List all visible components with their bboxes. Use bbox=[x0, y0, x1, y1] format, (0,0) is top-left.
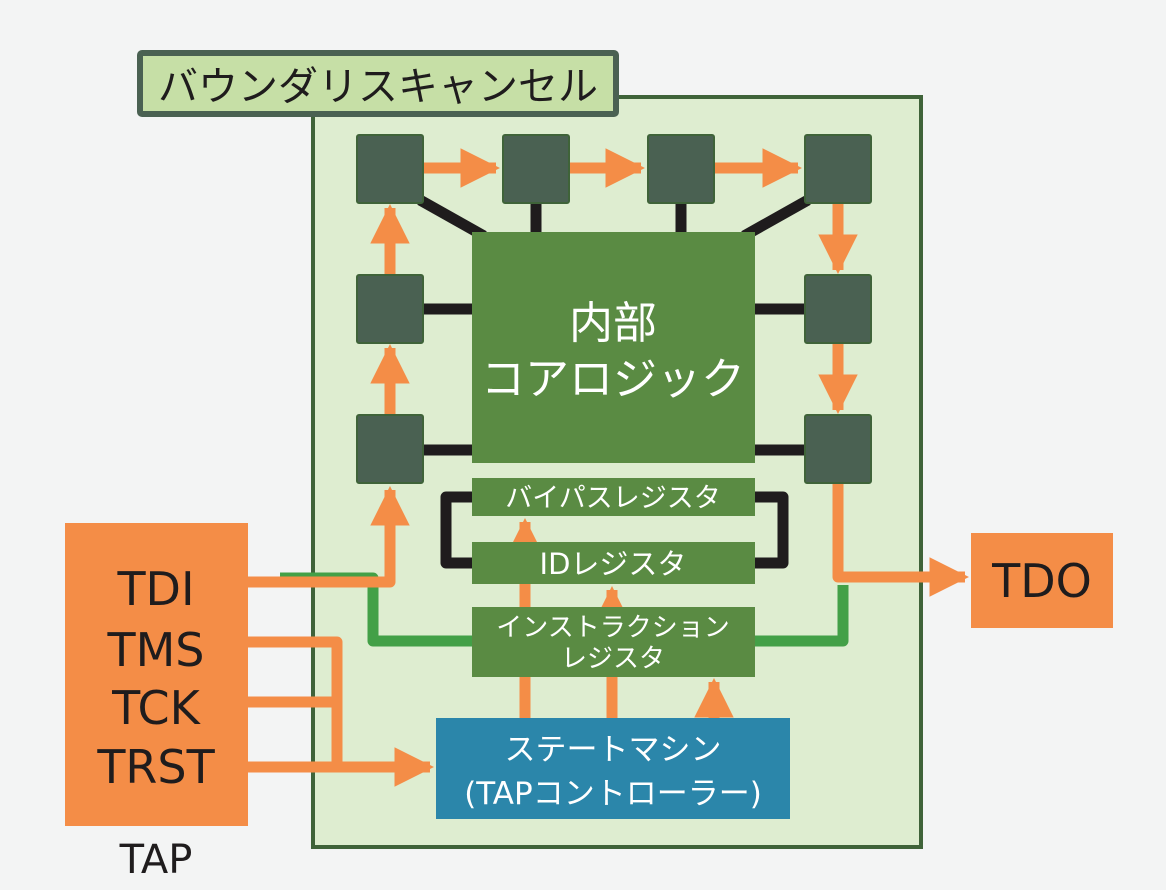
bypass-register-label: バイパスレジスタ bbox=[505, 483, 720, 514]
tdo-block bbox=[971, 533, 1113, 628]
scan-chain bbox=[248, 148, 969, 787]
state-machine-label-2: (TAPコントローラー) bbox=[464, 776, 762, 812]
bypass-register bbox=[472, 478, 755, 516]
id-register-label: IDレジスタ bbox=[540, 547, 687, 581]
state-machine-block bbox=[436, 718, 790, 819]
boundary-cells bbox=[356, 134, 872, 484]
id-register bbox=[472, 542, 755, 584]
tap-signal-tms: TMS bbox=[107, 623, 205, 677]
tap-signal-tck: TCK bbox=[111, 681, 202, 735]
tdo-label: TDO bbox=[991, 554, 1092, 608]
tap-label: TAP bbox=[119, 837, 193, 883]
core-wires bbox=[417, 195, 811, 569]
boundary-cell bbox=[804, 274, 872, 344]
instruction-register-label-1: インストラクション bbox=[496, 613, 729, 643]
core-logic-label-2: コアロジック bbox=[481, 354, 745, 405]
boundary-cell bbox=[356, 134, 424, 204]
boundary-cell bbox=[647, 134, 715, 204]
boundary-cell bbox=[804, 134, 872, 204]
state-machine-label-1: ステートマシン bbox=[505, 732, 722, 768]
instruction-register-label-2: レジスタ bbox=[561, 644, 665, 674]
title-box bbox=[137, 50, 619, 117]
boundary-cell bbox=[356, 414, 424, 484]
boundary-cell bbox=[502, 134, 570, 204]
tap-signal-tdi: TDI bbox=[116, 562, 194, 616]
core-logic-block bbox=[472, 232, 755, 463]
instruction-register bbox=[472, 607, 755, 677]
tap-block bbox=[65, 523, 248, 826]
core-logic-label-1: 内部 bbox=[569, 298, 657, 349]
boundary-cell bbox=[356, 274, 424, 344]
diagram-title: バウンダリスキャンセル bbox=[158, 64, 598, 110]
boundary-cell bbox=[804, 414, 872, 484]
tap-signal-trst: TRST bbox=[96, 740, 215, 794]
